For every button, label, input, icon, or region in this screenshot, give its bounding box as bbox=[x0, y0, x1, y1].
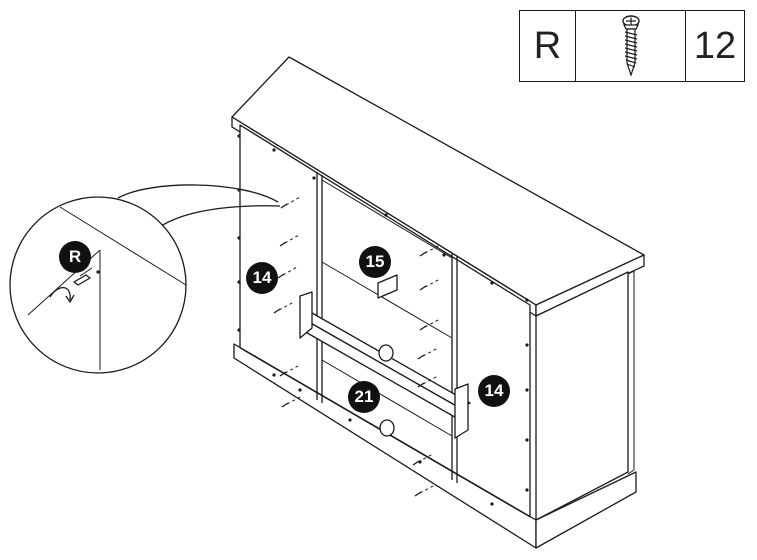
hardware-quantity: 12 bbox=[685, 11, 744, 81]
edge-rivets bbox=[237, 134, 529, 506]
detail-magnifier bbox=[9, 184, 281, 374]
callout-badge-back-upper: 15 bbox=[359, 246, 391, 278]
screws-r bbox=[273, 196, 441, 497]
hardware-legend: R 12 bbox=[519, 10, 745, 82]
back-panel-15 bbox=[321, 179, 453, 339]
hardware-letter: R bbox=[533, 24, 562, 67]
screw-icon bbox=[575, 11, 685, 81]
back-dividers bbox=[316, 172, 458, 483]
right-end-panel bbox=[535, 270, 635, 521]
callout-badge-back-lower: 21 bbox=[348, 381, 380, 413]
stretcher-21 bbox=[299, 291, 471, 439]
callout-badge-left-panel: 14 bbox=[246, 262, 278, 294]
callout-badge-right-panel: 14 bbox=[478, 375, 510, 407]
bottom-base bbox=[233, 343, 637, 549]
callout-badge-r: R bbox=[59, 241, 91, 273]
